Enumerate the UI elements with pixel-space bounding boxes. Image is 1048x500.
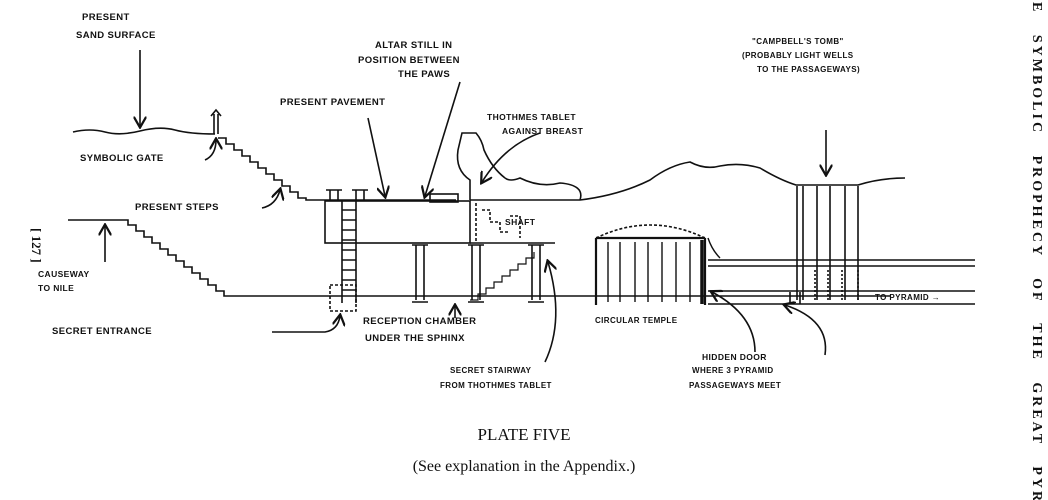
label-altar-1: ALTAR STILL IN xyxy=(375,40,453,51)
label-stairway-1: SECRET STAIRWAY xyxy=(450,366,532,375)
label-secret-entrance: SECRET ENTRANCE xyxy=(52,326,152,337)
label-present-steps: PRESENT STEPS xyxy=(135,202,219,213)
label-meet-1: WHERE 3 PYRAMID xyxy=(692,366,774,375)
label-thothmes-1: THOTHMES TABLET xyxy=(487,112,576,122)
label-meet-2: PASSAGEWAYS MEET xyxy=(689,381,782,390)
label-to-nile: TO NILE xyxy=(38,283,75,293)
altar-arrow xyxy=(425,81,461,196)
label-reception-1: RECEPTION CHAMBER xyxy=(363,316,477,327)
shaft xyxy=(475,203,521,243)
symbolic-gate-arrow xyxy=(204,140,216,161)
label-campbell-1: "CAMPBELL'S TOMB" xyxy=(752,37,844,46)
label-altar-2: POSITION BETWEEN xyxy=(358,55,460,66)
label-shaft: SHAFT xyxy=(505,217,536,227)
circular-temple xyxy=(594,224,707,305)
label-hidden-door: HIDDEN DOOR xyxy=(702,352,767,362)
meet-arrow xyxy=(785,305,827,356)
campbells-tomb-wells xyxy=(796,186,859,300)
causeway-steps xyxy=(68,219,890,297)
stairway-arrow xyxy=(545,262,556,363)
label-altar-3: THE PAWS xyxy=(398,69,451,80)
symbolic-gate xyxy=(210,108,222,134)
label-present: PRESENT xyxy=(82,12,130,23)
page-number: [ 127 ] xyxy=(29,228,44,263)
pavement-arrow xyxy=(367,117,385,196)
label-campbell-2: (PROBABLY LIGHT WELLS xyxy=(742,51,854,60)
label-symbolic-gate: SYMBOLIC GATE xyxy=(80,153,164,164)
hidden-door-arrow xyxy=(712,292,756,353)
label-sand-surface: SAND SURFACE xyxy=(76,30,156,41)
secret-entrance-arrow xyxy=(272,316,340,333)
secret-stairway xyxy=(470,252,535,301)
present-steps-arrow xyxy=(261,190,280,209)
label-stairway-2: FROM THOTHMES TABLET xyxy=(440,381,552,390)
present-steps xyxy=(218,137,456,201)
label-thothmes-2: AGAINST BREAST xyxy=(502,126,584,136)
label-present-pavement: PRESENT PAVEMENT xyxy=(280,97,386,108)
label-circular-temple: CIRCULAR TEMPLE xyxy=(595,316,678,325)
sphinx-back xyxy=(470,161,906,201)
chamber-columns xyxy=(412,244,544,303)
sand-surface-line xyxy=(72,127,216,135)
secret-entrance-ladder xyxy=(341,201,357,303)
plate-subtitle: (See explanation in the Appendix.) xyxy=(412,458,636,475)
reception-chamber-slab xyxy=(324,200,471,244)
plate-title: PLATE FIVE xyxy=(477,425,571,444)
label-causeway: CAUSEWAY xyxy=(38,269,90,279)
pavement-pillars xyxy=(326,189,368,201)
sphinx-head xyxy=(456,132,506,200)
label-reception-2: UNDER THE SPHINX xyxy=(365,333,465,344)
label-to-pyramid: TO PYRAMID → xyxy=(875,293,941,302)
label-campbell-3: TO THE PASSAGEWAYS) xyxy=(757,65,861,74)
thothmes-arrow xyxy=(482,132,541,182)
